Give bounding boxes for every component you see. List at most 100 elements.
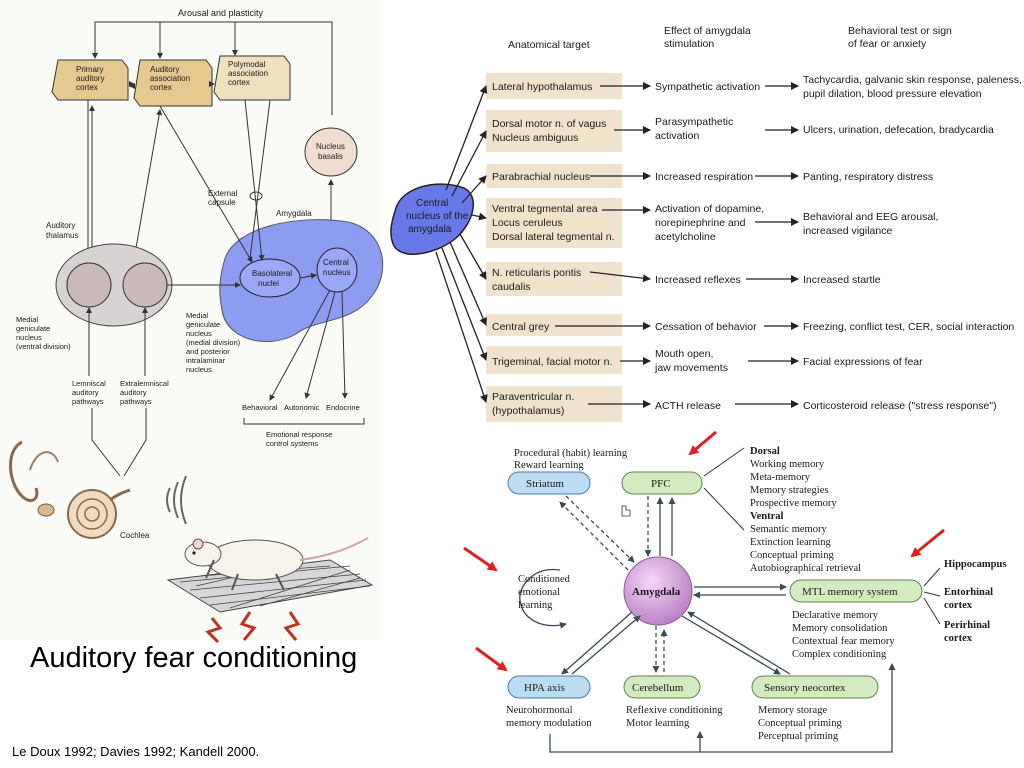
row-effect: ACTH release [655,400,721,412]
table-row: N. reticularis pontis caudalis Increased… [486,262,881,296]
mtl-note: Memory consolidation [792,623,888,634]
auditory-thalamus: Auditory thalamus [46,221,173,327]
striatum-note: Procedural (habit) learning [514,448,628,459]
mgn-medial-label: (medial division) [186,338,241,347]
row-target: Paraventricular n. [492,391,574,403]
row-effect: acetylcholine [655,231,716,243]
sensory-note: Memory storage [758,705,827,716]
red-highlight-arrows [463,430,945,672]
conditioned-label: emotional [518,587,560,598]
row-effect: Increased respiration [655,171,753,183]
row-target: Parabrachial nucleus [492,171,590,183]
row-target: Dorsal motor n. of vagus [492,118,606,130]
table-row: Paraventricular n. (hypothalamus) ACTH r… [486,386,997,422]
sensory-note: Perceptual priming [758,731,839,742]
pfc-ventral-item: Extinction learning [750,537,832,548]
mtl-node-label: MTL memory system [802,586,898,598]
conditioned-label: learning [518,600,553,611]
lemniscal-label: auditory [72,388,99,397]
basolateral-text: nuclei [258,279,279,288]
row-behavior: increased vigilance [803,225,892,237]
mtl-part: Entorhinal [944,587,993,598]
row-target: Nucleus ambiguus [492,132,578,144]
red-arrow-icon [463,546,498,572]
header-effect: Effect of amygdala [664,25,751,37]
header-behavior: of fear or anxiety [848,38,927,50]
row-behavior: Behavioral and EEG arousal, [803,211,938,223]
cerebellum-node-label: Cerebellum [632,682,684,694]
mgn-ventral-label: geniculate [16,324,50,333]
row-target: Ventral tegmental area [492,203,598,215]
thalamus-label: Auditory [46,221,75,230]
cochlea-label: Cochlea [120,531,150,540]
box-text: cortex [150,83,172,92]
row-effect: norepinephrine and [655,217,746,229]
slide-title: Auditory fear conditioning [30,642,358,674]
pfc-dorsal-item: Memory strategies [750,485,828,496]
row-effect: Mouth open, [655,348,713,360]
box-text: Polymodal [228,60,266,69]
hand-cursor-icon [621,505,631,517]
striatum-node: Striatum [507,471,591,495]
fan-arrows [435,85,488,403]
row-behavior: pupil dilation, blood pressure elevation [803,88,982,100]
cerebellum-note: Reflexive conditioning [626,705,723,716]
hpa-node-label: HPA axis [524,682,565,694]
basalis-text: Nucleus [316,142,345,151]
row-target: Locus ceruleus [492,217,563,229]
mtl-node: MTL memory system [789,579,923,603]
central-text: nucleus [323,268,351,277]
sensory-neocortex-node: Sensory neocortex [751,675,879,699]
central-nucleus-blob: Central nucleus of the amygdala [390,183,474,255]
hpa-node: HPA axis [507,675,591,699]
row-target: Dorsal lateral tegmental n. [492,231,615,243]
row-effect: Cessation of behavior [655,321,757,333]
row-target: N. reticularis pontis [492,267,581,279]
mgn-medial-label: nucleus [186,365,212,374]
row-behavior: Freezing, conflict test, CER, social int… [803,321,1014,333]
emotional-label: Emotional response [266,430,332,439]
row-target: Lateral hypothalamus [492,81,592,93]
amygdala-output-table: Anatomical target Effect of amygdala sti… [390,0,1024,432]
pfc-dorsal-item: Meta-memory [750,472,811,483]
mtl-part: Hippocampus [944,559,1006,570]
cerebellum-note: Motor learning [626,718,690,729]
row-effect: activation [655,130,700,142]
mgn-ventral-label: (ventral division) [16,342,71,351]
mtl-part: Perirhinal [944,620,990,631]
memory-network-diagram: Amygdala Procedural (habit) learning Rew… [463,430,1006,753]
thalamus-label: thalamus [46,231,78,240]
row-target: (hypothalamus) [492,405,564,417]
box-text: auditory [76,74,104,83]
row-effect: Increased reflexes [655,274,741,286]
basolateral-text: Basolateral [252,269,292,278]
central-nucleus-text: amygdala [408,224,452,235]
pfc-ventral-item: Autobiographical retrieval [750,563,861,574]
primary-auditory-cortex-box: Primary auditory cortex [51,59,129,101]
central-nucleus-text: Central [416,198,448,209]
row-effect: jaw movements [654,362,728,374]
left-panel: Arousal and plasticity Primary auditory … [0,0,384,644]
row-target: caudalis [492,281,531,293]
box-text: association [228,69,268,78]
polymodal-association-cortex-box: Polymodal association cortex [213,55,291,101]
mgn-medial-label: and posterior [186,347,230,356]
pfc-dorsal-item: Prospective memory [750,498,837,509]
table-row: Parabrachial nucleus Increased respirati… [486,164,933,188]
pfc-dorsal-item: Working memory [750,459,825,470]
amygdala-label: Amygdala [276,209,312,218]
red-arrow-icon [910,528,945,558]
rat-illustration [166,475,374,644]
row-behavior: Tachycardia, galvanic skin response, pal… [803,74,1022,86]
table-row: Dorsal motor n. of vagus Nucleus ambiguu… [486,110,994,152]
amygdala-node: Amygdala [623,556,693,626]
emotional-label: control systems [266,439,318,448]
row-behavior: Corticosteroid release ("stress response… [803,400,997,412]
external-capsule-label: capsule [208,198,236,207]
mtl-note: Contextual fear memory [792,636,895,647]
table-row: Trigeminal, facial motor n. Mouth open, … [486,346,923,374]
mgn-medial-label: Medial [186,311,208,320]
header-effect: stimulation [664,38,714,50]
box-text: association [150,74,190,83]
